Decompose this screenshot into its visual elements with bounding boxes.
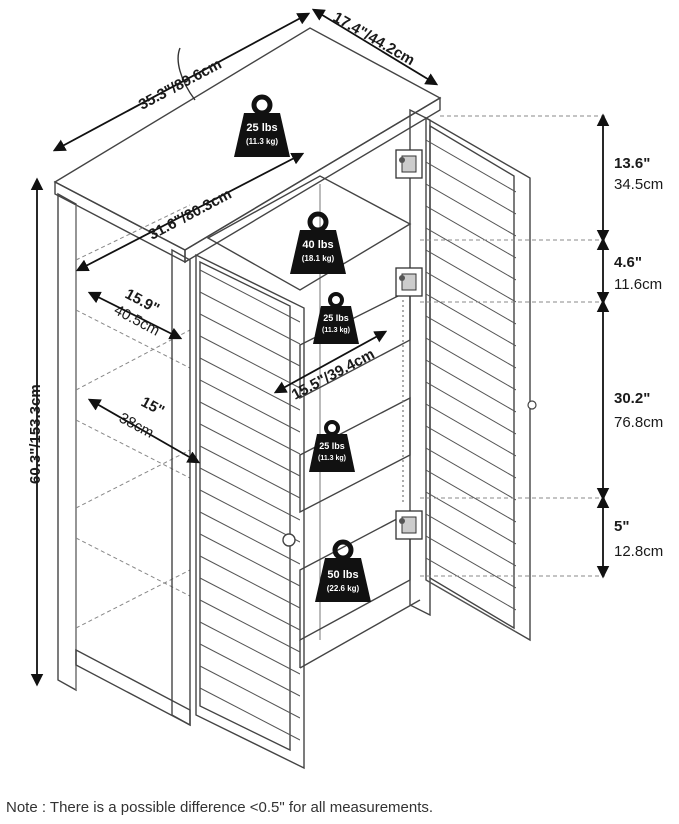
side-dimension-2: 4.6" 11.6cm [614,254,662,293]
door-slat [426,315,516,369]
door-slat [426,249,516,303]
door-slat [200,665,300,719]
svg-text:25 lbs: 25 lbs [246,122,277,134]
door-slat [200,445,300,499]
svg-text:(22.6 kg): (22.6 kg) [327,584,360,593]
door-slat [426,513,516,567]
door-slat [200,621,300,675]
svg-text:25 lbs: 25 lbs [319,441,345,451]
width-top-label: 35.3"/89.6cm [136,56,225,114]
door-slat [426,359,516,413]
weight-icon: 25 lbs (11.3 kg) [313,292,359,344]
door-slat [426,205,516,259]
svg-text:40 lbs: 40 lbs [302,239,333,251]
measurement-note: Note : There is a possible difference <0… [6,799,434,816]
bottom-depth-label: 15" [138,394,167,420]
door-slat [200,401,300,455]
svg-text:30.2": 30.2" [614,390,650,407]
door-slat [426,293,516,347]
weight-icon: 25 lbs (11.3 kg) [309,420,355,472]
shelf-width-label: 15.5"/39.4cm [289,346,378,404]
hinge-icon [395,149,423,179]
hinge-icon [395,510,423,540]
side-dimension-1: 13.6" 34.5cm [614,155,663,193]
svg-text:12.8cm: 12.8cm [614,543,663,560]
door-slat [200,291,300,345]
door-slat [200,533,300,587]
door-slat [200,357,300,411]
door-slat [426,183,516,237]
door-slat [426,447,516,501]
door-slat [200,379,300,433]
door-slat [200,687,300,741]
door-slat [426,579,516,633]
door-slat [426,381,516,435]
svg-text:(11.3 kg): (11.3 kg) [318,455,346,462]
door-slat [200,555,300,609]
left-door [195,253,305,770]
weight-icon: 40 lbs (18.1 kg) [290,211,346,274]
svg-text:34.5cm: 34.5cm [614,176,663,193]
svg-text:11.6cm: 11.6cm [614,276,662,293]
weight-icon: 50 lbs (22.6 kg) [315,539,371,602]
svg-text:25 lbs: 25 lbs [323,313,349,323]
svg-text:(11.3 kg): (11.3 kg) [322,327,350,334]
door-slat [426,271,516,325]
door-slat [426,623,516,636]
svg-text:4.6": 4.6" [614,254,642,271]
door-knob-icon [282,533,296,547]
right-door [425,116,537,642]
door-slat [200,577,300,631]
svg-text:13.6": 13.6" [614,155,650,172]
svg-text:50 lbs: 50 lbs [327,569,358,581]
inner-width-label: 31.6"/80.3cm [146,186,235,244]
door-slat [426,227,516,281]
door-slat [200,335,300,389]
door-slat [426,425,516,479]
door-slat [200,709,300,760]
door-slat [426,557,516,611]
door-slat [200,269,300,323]
door-slat [200,467,300,521]
door-slat [426,491,516,545]
svg-text:(11.3 kg): (11.3 kg) [246,137,278,146]
door-slat [426,139,516,193]
door-slat [426,161,516,215]
dimension-arrows [30,8,610,687]
door-slat [200,643,300,697]
door-slat [426,601,516,636]
door-slat [426,337,516,391]
side-dimension-4: 5" 12.8cm [614,518,663,560]
weight-icon: 25 lbs (11.3 kg) [234,94,290,157]
svg-text:76.8cm: 76.8cm [614,414,663,431]
svg-text:5": 5" [614,518,629,535]
door-slat [426,403,516,457]
door-slat [426,535,516,589]
door-slat [200,599,300,653]
svg-text:(18.1 kg): (18.1 kg) [302,254,335,263]
door-slat [200,313,300,367]
door-slat [426,469,516,523]
depth-top-label: 17.4"/44.2cm [330,9,418,69]
height-label: 60.3"/153.3cm [27,384,44,484]
side-dimension-3: 30.2" 76.8cm [614,390,663,431]
door-slat [200,489,300,543]
door-slat [200,511,300,565]
hinge-icon [395,267,423,297]
door-slat [200,423,300,477]
